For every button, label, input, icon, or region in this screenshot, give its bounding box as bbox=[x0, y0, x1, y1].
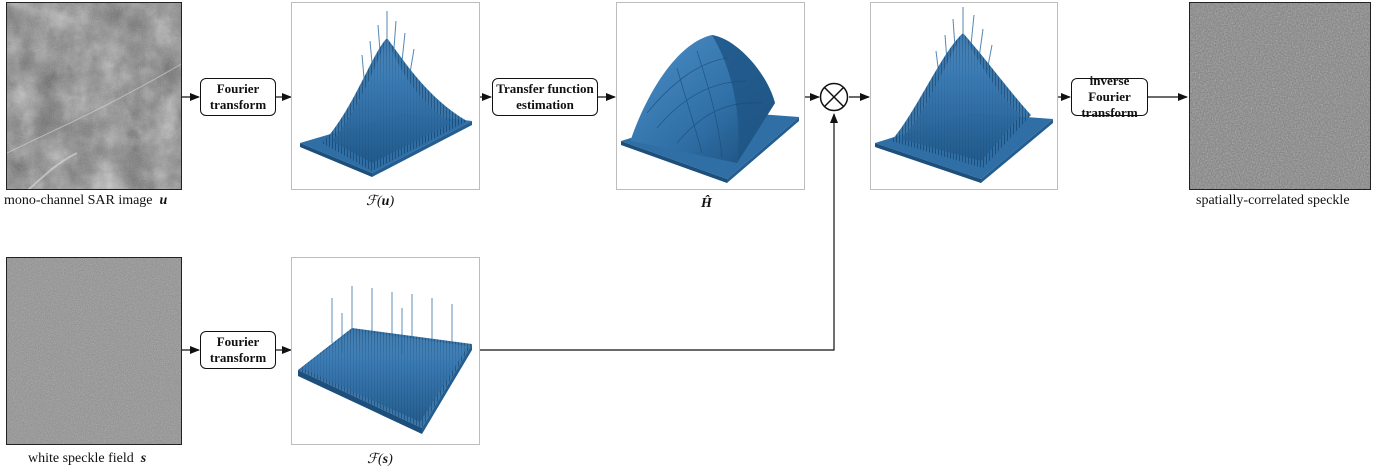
white-caption-symbol: s bbox=[140, 451, 147, 466]
correlated-speckle-image bbox=[1189, 2, 1371, 190]
white-speckle-caption: white speckle field s bbox=[28, 451, 146, 467]
product-spectrum-panel bbox=[870, 2, 1058, 190]
transfer-function-caption: Ĥ bbox=[701, 196, 712, 212]
fu-prefix: ℱ( bbox=[366, 194, 382, 209]
fu-symbol: u bbox=[381, 194, 390, 209]
fourier-u-surface bbox=[300, 11, 472, 177]
transfer-function-box: Transfer function estimation bbox=[492, 78, 598, 116]
multiply-circle-icon bbox=[819, 82, 849, 112]
arrow-fs-to-multiply bbox=[480, 113, 838, 351]
fourier-u-caption: ℱ(u) bbox=[366, 193, 394, 210]
sar-image bbox=[6, 2, 182, 190]
fourier-s-panel bbox=[291, 257, 480, 445]
fu-suffix: ) bbox=[389, 194, 395, 209]
sar-caption-symbol: u bbox=[159, 193, 168, 208]
fourier-s-surface bbox=[298, 286, 472, 434]
fs-symbol: s bbox=[382, 452, 389, 467]
fourier-u-panel bbox=[291, 2, 480, 190]
product-spectrum-surface bbox=[875, 7, 1053, 183]
transfer-function-surface bbox=[621, 35, 799, 183]
fourier-transform-box-bottom: Fourier transform bbox=[200, 331, 276, 369]
fourier-s-caption: ℱ(s) bbox=[367, 451, 393, 468]
sar-image-caption: mono-channel SAR image u bbox=[4, 193, 167, 209]
white-caption-text: white speckle field bbox=[28, 451, 134, 466]
fourier-transform-box-top: Fourier transform bbox=[200, 78, 276, 116]
fs-suffix: ) bbox=[388, 452, 393, 467]
inverse-fourier-box: inverse Fourier transform bbox=[1071, 73, 1148, 120]
h-symbol: Ĥ bbox=[701, 196, 712, 211]
white-speckle-image bbox=[6, 257, 182, 445]
fs-prefix: ℱ( bbox=[367, 452, 383, 467]
correlated-speckle-caption: spatially-correlated speckle bbox=[1196, 193, 1350, 208]
sar-caption-text: mono-channel SAR image bbox=[4, 193, 153, 208]
transfer-function-panel bbox=[616, 2, 805, 190]
